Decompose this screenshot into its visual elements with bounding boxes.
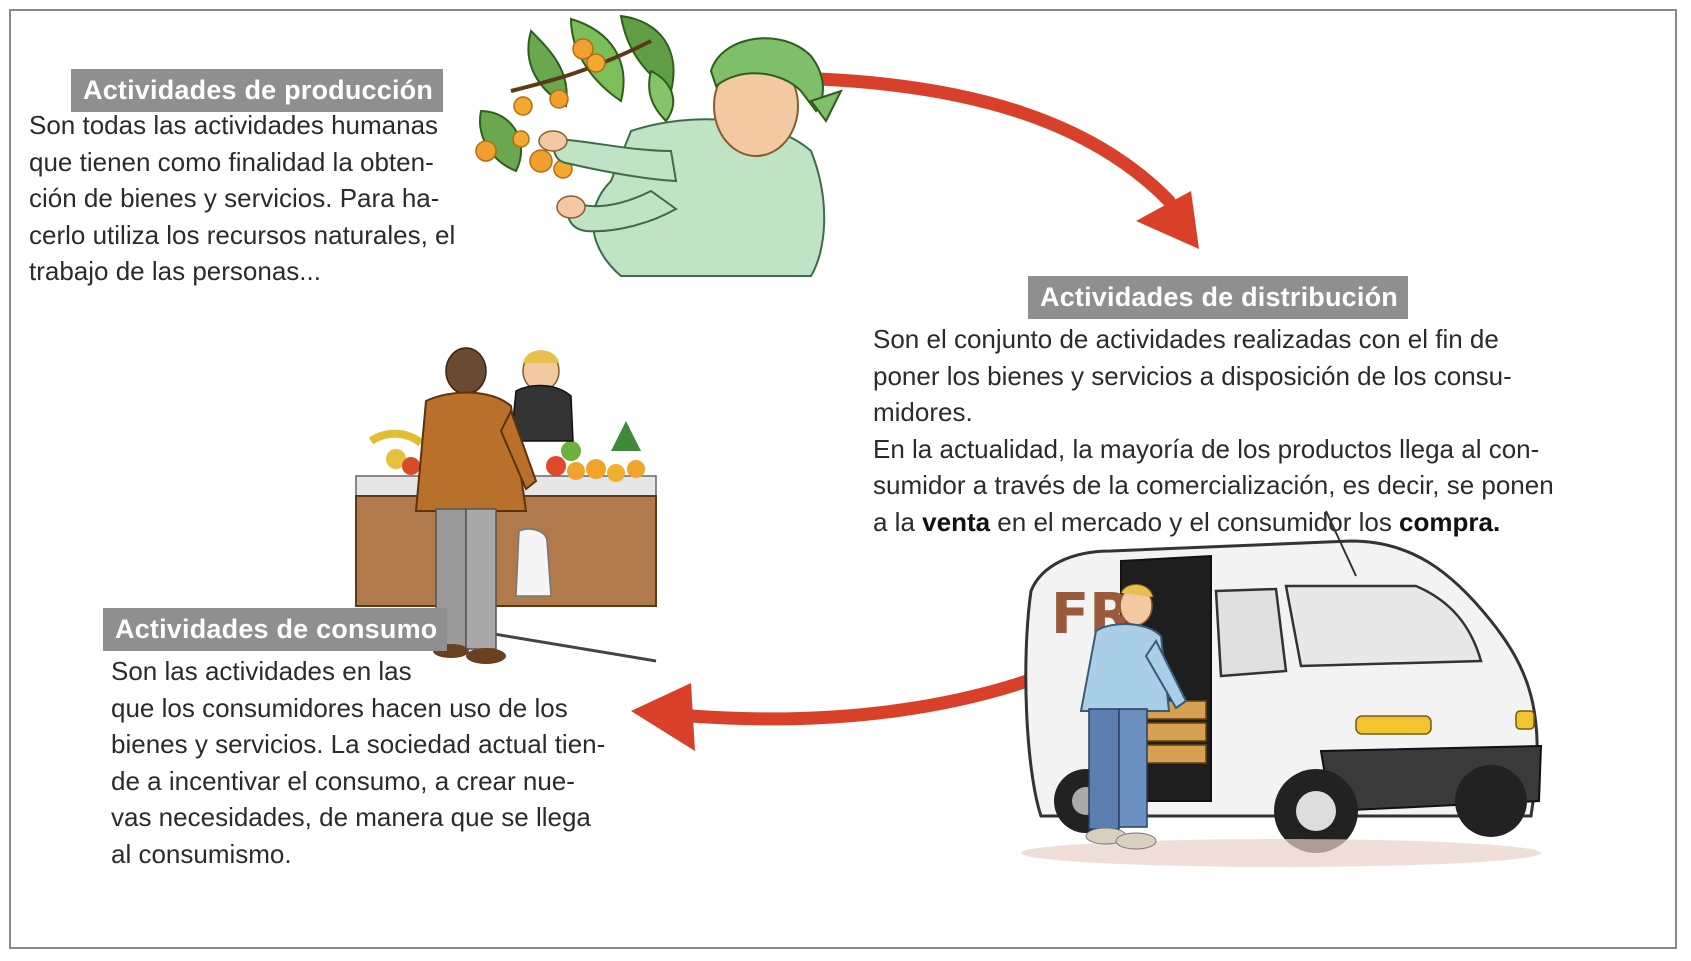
distribution-line: En la actualidad, la mayoría de los prod…	[873, 433, 1540, 464]
production-description: Son todas las actividades humanas que ti…	[29, 107, 455, 290]
distribution-line: sumidor a través de la comercialización,…	[873, 470, 1554, 500]
arrow-production-to-distribution	[812, 72, 1199, 249]
distribution-last-middle: en el mercado y el consumidor los	[990, 506, 1400, 537]
diagram-frame: FR Actividades de producc	[9, 9, 1677, 949]
production-line: que tienen como finalidad la obten-	[29, 146, 434, 177]
consumption-line: Son las actividades en las	[111, 656, 412, 686]
arrow-distribution-to-consumption	[631, 649, 1098, 751]
production-line: Son todas las actividades humanas	[29, 110, 439, 140]
consumption-line: al consumismo.	[111, 838, 292, 869]
distribution-line: Son el conjunto de actividades realizada…	[873, 324, 1499, 354]
production-title: Actividades de producción	[71, 69, 444, 112]
distribution-line: midores.	[873, 397, 973, 427]
distribution-description: Son el conjunto de actividades realizada…	[873, 321, 1554, 540]
consumption-title: Actividades de consumo	[103, 608, 448, 651]
delivery-van-illustration: FR	[1021, 510, 1543, 867]
sell-keyword: venta	[922, 506, 991, 537]
distribution-last-prefix: a la	[873, 506, 923, 537]
distribution-last-line: a la venta en el mercado y el consumidor…	[873, 504, 1554, 541]
distribution-title: Actividades de distribución	[1028, 276, 1408, 319]
distribution-line: poner los bienes y servicios a disposici…	[873, 360, 1512, 391]
consumption-line: que los consumidores hacen uso de los	[111, 692, 568, 723]
consumption-line: bienes y servicios. La sociedad actual t…	[111, 729, 606, 759]
consumption-description: Son las actividades en las que los consu…	[111, 653, 605, 872]
buy-keyword: compra.	[1399, 506, 1501, 537]
man-at-fruit-stall-illustration	[355, 347, 657, 664]
illustration-layer: FR	[355, 14, 1543, 867]
production-line: cerlo utiliza los recursos naturales, el	[29, 219, 456, 250]
consumption-line: de a incentivar el consumo, a crear nue-	[111, 765, 575, 796]
consumption-line: vas necesidades, de manera que se llega	[111, 802, 591, 832]
production-line: trabajo de las personas...	[29, 256, 321, 286]
production-line: ción de bienes y servicios. Para ha-	[29, 183, 440, 213]
woman-picking-oranges-illustration	[475, 14, 843, 277]
